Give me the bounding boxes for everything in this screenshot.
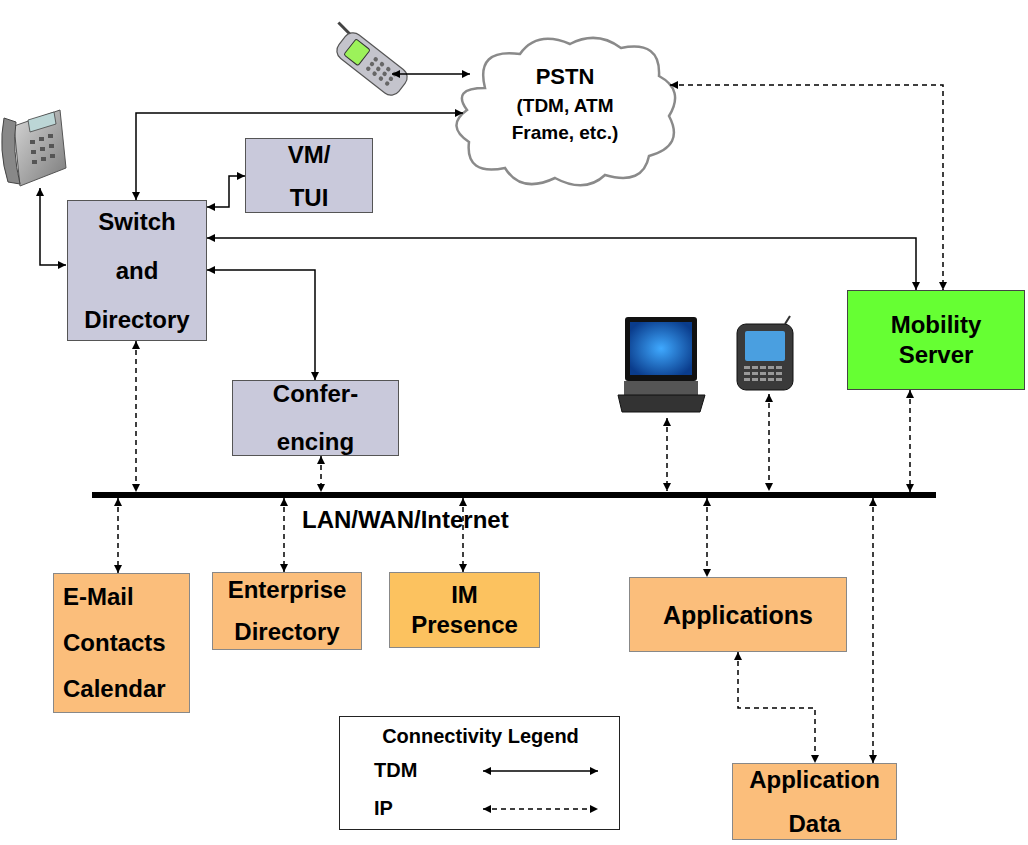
node-label: LAN/WAN/Internet <box>302 506 509 534</box>
ip-connector <box>320 456 322 492</box>
cell-phone <box>322 20 411 99</box>
node-label: IM Presence <box>400 580 530 640</box>
ip-connector <box>872 498 874 763</box>
service-box: IM Presence <box>389 572 540 648</box>
legend-text: IP <box>374 797 393 820</box>
tdm-connector <box>207 238 916 290</box>
data-box: Application Data <box>732 763 897 840</box>
phone-wire <box>40 188 66 265</box>
service-box: Enterprise Directory <box>212 572 362 650</box>
node-label: PSTN <box>465 62 665 92</box>
server-box: Mobility Server <box>847 290 1025 390</box>
service-box: E-Mail Contacts Calendar <box>53 573 190 713</box>
pda-wire <box>768 394 770 491</box>
switch-box: Switch and Directory <box>67 200 207 341</box>
legend-text: TDM <box>374 759 417 782</box>
ip-connector <box>283 498 285 572</box>
node-sublabel: (TDM, ATM Frame, etc.) <box>495 92 635 146</box>
cellphone-wire <box>392 73 470 75</box>
connector-group <box>118 85 943 763</box>
ip-connector <box>909 390 911 492</box>
network-bus: LAN/WAN/Internet <box>92 492 936 498</box>
network-cloud: PSTN(TDM, ATM Frame, etc.) <box>445 30 685 190</box>
cloud-shape <box>456 38 675 185</box>
legend-sample <box>480 759 604 783</box>
legend-row: TDM <box>340 757 621 787</box>
node-label: Application Data <box>740 758 890 845</box>
voicemail-box: VM/ TUI <box>245 138 373 213</box>
desk-phone <box>2 110 66 186</box>
service-box: Applications <box>629 577 847 652</box>
node-label: E-Mail Contacts Calendar <box>63 574 181 712</box>
ip-connector <box>706 498 708 577</box>
laptop-wire <box>666 418 668 491</box>
laptop <box>618 317 705 412</box>
ip-connector <box>135 341 137 492</box>
node-label: VM/ TUI <box>274 133 344 219</box>
legend-sample <box>480 797 604 821</box>
legend-line-sample <box>483 808 598 810</box>
tdm-connector <box>207 270 315 380</box>
legend-box: Connectivity LegendTDM IP <box>339 716 620 830</box>
legend-line-sample <box>483 770 598 772</box>
ip-connector <box>117 498 119 573</box>
node-label: Applications <box>638 600 838 630</box>
node-label: Switch and Directory <box>81 197 193 344</box>
conference-box: Confer- encing <box>232 380 399 456</box>
node-label: Mobility Server <box>861 310 1011 370</box>
node-label: Enterprise Directory <box>217 569 357 653</box>
legend-row: IP <box>340 795 621 825</box>
ip-connector <box>670 85 943 290</box>
node-label: Confer- encing <box>261 370 371 466</box>
tdm-connector <box>207 176 245 207</box>
pda <box>737 316 793 390</box>
ip-connector <box>738 652 815 763</box>
legend-title: Connectivity Legend <box>340 725 621 748</box>
